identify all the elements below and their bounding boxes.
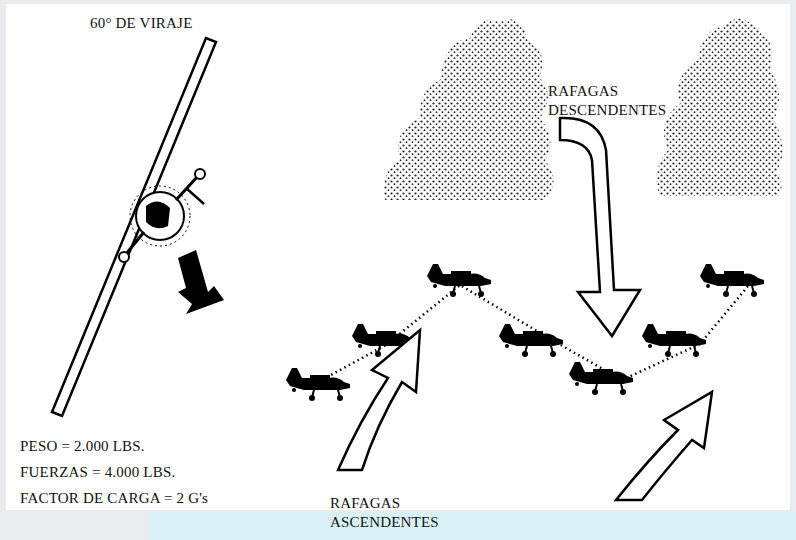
load-factor-label: FACTOR DE CARGA = 2 G's	[20, 489, 208, 508]
caption-band	[150, 512, 796, 540]
aircraft	[286, 264, 764, 401]
banked-aircraft	[52, 38, 216, 416]
force-arrow	[178, 250, 224, 314]
force-label: FUERZAS = 4.000 LBS.	[20, 463, 175, 482]
cloud	[384, 19, 554, 200]
gust-arrow	[560, 118, 640, 336]
gust-label: RAFAGAS DESCENDENTES	[548, 82, 658, 120]
gust-label: RAFAGAS ASCENDENTES	[330, 494, 440, 532]
picture-ground	[6, 4, 790, 510]
turn-angle-label: 60° DE VIRAJE	[90, 14, 193, 33]
gust-arrow	[616, 392, 712, 500]
cloud	[656, 18, 782, 196]
weight-label: PESO = 2.000 LBS.	[20, 437, 145, 456]
gust-arrow	[338, 330, 420, 470]
